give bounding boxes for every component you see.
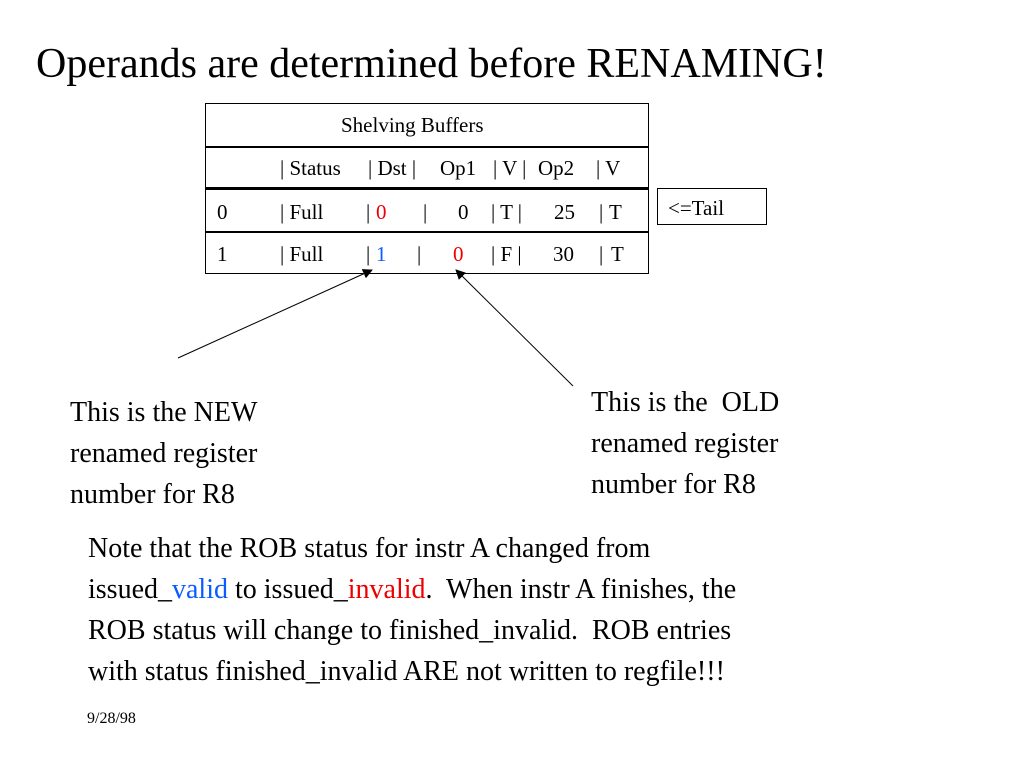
valid-word: valid: [172, 574, 228, 605]
row-op2: 25: [554, 200, 575, 224]
slide-date: 9/28/98: [87, 710, 136, 727]
shelving-buffers-table: Shelving Buffers | Status | Dst | Op1 | …: [205, 103, 649, 274]
row-bar: |: [417, 242, 422, 266]
note-line: issued_valid to issued_invalid. When ins…: [88, 569, 736, 610]
note-line: ROB status will change to finished_inval…: [88, 615, 732, 646]
row-dst: 1: [376, 242, 387, 266]
row-op1: 0: [453, 242, 464, 266]
divider: [206, 187, 648, 190]
row-op2: 30: [553, 242, 574, 266]
text: to issued_: [228, 574, 348, 605]
row-bar: |: [599, 200, 604, 224]
header-op2: Op2: [538, 156, 575, 180]
callout-line: renamed register: [591, 428, 779, 459]
arrow-new: [177, 269, 373, 359]
callout-line: This is the NEW: [70, 397, 258, 428]
arrow-old: [455, 269, 574, 387]
divider: [206, 231, 648, 233]
row-v2: T: [611, 242, 624, 266]
row-index: 1: [217, 242, 228, 266]
row-index: 0: [217, 200, 228, 224]
callout-line: number for R8: [591, 469, 756, 500]
tail-pointer-label: <=Tail: [657, 188, 767, 225]
callout-old: This is the OLD renamed register number …: [591, 382, 779, 505]
header-status: | Status: [280, 156, 341, 180]
row-bar: |: [599, 242, 604, 266]
callout-line: number for R8: [70, 479, 235, 510]
header-dst: | Dst |: [368, 156, 417, 180]
callout-line: This is the OLD: [591, 387, 780, 418]
header-v2: | V: [596, 156, 621, 180]
row-v2: T: [609, 200, 622, 224]
row-v1: | F |: [491, 242, 522, 266]
table-caption: Shelving Buffers: [341, 113, 484, 137]
row-dst: 0: [376, 200, 387, 224]
divider: [206, 146, 648, 148]
slide-title: Operands are determined before RENAMING!: [36, 41, 827, 87]
note-line: with status finished_invalid ARE not wri…: [88, 656, 725, 687]
row-status: | Full: [280, 242, 324, 266]
row-op1: 0: [458, 200, 469, 224]
header-v1: | V |: [493, 156, 527, 180]
row-status: | Full: [280, 200, 324, 224]
header-op1: Op1: [440, 156, 477, 180]
text: issued_: [88, 574, 172, 605]
row-bar: |: [423, 200, 428, 224]
row-bar: |: [366, 242, 371, 266]
note-paragraph: Note that the ROB status for instr A cha…: [88, 528, 736, 692]
row-v1: | T |: [491, 200, 522, 224]
callout-line: renamed register: [70, 438, 258, 469]
text: . When instr A finishes, the: [425, 574, 737, 605]
callout-new: This is the NEW renamed register number …: [70, 392, 257, 515]
row-bar: |: [366, 200, 371, 224]
invalid-word: invalid: [347, 574, 426, 605]
note-line: Note that the ROB status for instr A cha…: [88, 533, 651, 564]
